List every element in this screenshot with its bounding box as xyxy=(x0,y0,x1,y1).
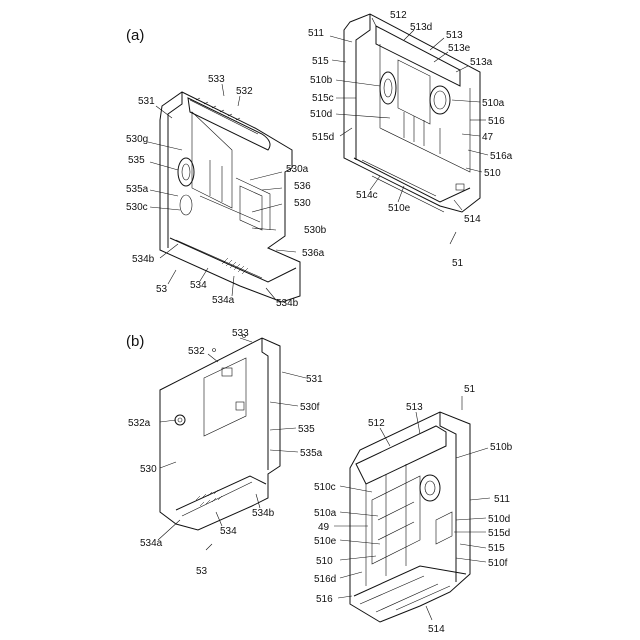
label-514: 514 xyxy=(464,214,481,225)
label-516a: 516a xyxy=(490,151,513,162)
label-534b-1: 534b xyxy=(132,254,155,265)
label-510b: 510b xyxy=(310,75,333,86)
grip-hatching-b xyxy=(196,490,222,506)
label-515-b: 515 xyxy=(488,543,505,554)
label-515c: 515c xyxy=(312,93,334,104)
panel-b-label: (b) xyxy=(126,333,144,350)
label-532a: 532a xyxy=(128,418,151,429)
label-530g: 530g xyxy=(126,134,148,145)
label-536: 536 xyxy=(294,181,311,192)
label-534b-2: 534b xyxy=(276,298,299,309)
label-47: 47 xyxy=(482,132,494,143)
label-535a: 535a xyxy=(126,184,149,195)
label-534-b: 534 xyxy=(220,526,237,537)
label-530: 530 xyxy=(294,198,311,209)
label-516: 516 xyxy=(488,116,505,127)
label-533: 533 xyxy=(208,74,225,85)
label-511-b: 511 xyxy=(494,494,510,505)
label-531: 531 xyxy=(138,96,155,107)
label-510d: 510d xyxy=(310,109,332,120)
label-511: 511 xyxy=(308,28,324,39)
label-510a-b: 510a xyxy=(314,508,337,519)
label-51: 51 xyxy=(452,258,464,269)
housing-53-view-b xyxy=(160,335,280,531)
label-512: 512 xyxy=(390,10,407,21)
label-534a-b: 534a xyxy=(140,538,163,549)
label-513-b: 513 xyxy=(406,402,423,413)
label-535: 535 xyxy=(128,155,145,166)
label-514c: 514c xyxy=(356,190,378,201)
label-510e-b: 510e xyxy=(314,536,337,547)
label-535-b: 535 xyxy=(298,424,315,435)
label-510: 510 xyxy=(484,168,501,179)
label-530-b: 530 xyxy=(140,464,157,475)
label-530b: 530b xyxy=(304,225,327,236)
label-515d-b: 515d xyxy=(488,528,510,539)
label-510-b: 510 xyxy=(316,556,333,567)
label-535a-b: 535a xyxy=(300,448,323,459)
label-532: 532 xyxy=(236,86,253,97)
label-513e: 513e xyxy=(448,43,471,54)
label-510a: 510a xyxy=(482,98,505,109)
label-534: 534 xyxy=(190,280,207,291)
label-534a: 534a xyxy=(212,295,235,306)
label-532-b: 532 xyxy=(188,346,205,357)
label-516-b: 516 xyxy=(316,594,333,605)
label-515d: 515d xyxy=(312,132,334,143)
label-510d-b: 510d xyxy=(488,514,510,525)
label-510b-b: 510b xyxy=(490,442,513,453)
leader-lines-b-right xyxy=(334,396,490,620)
label-534b-b: 534b xyxy=(252,508,275,519)
label-51-b: 51 xyxy=(464,384,476,395)
label-512-b: 512 xyxy=(368,418,385,429)
label-49: 49 xyxy=(318,522,330,533)
label-513d: 513d xyxy=(410,22,432,33)
housing-53-view-a xyxy=(160,92,300,302)
label-53: 53 xyxy=(156,284,168,295)
label-513a: 513a xyxy=(470,57,493,68)
panel-a-label: (a) xyxy=(126,27,144,44)
label-531-b: 531 xyxy=(306,374,323,385)
label-530a: 530a xyxy=(286,164,309,175)
label-530f: 530f xyxy=(300,402,320,413)
label-530c: 530c xyxy=(126,202,148,213)
label-510e: 510e xyxy=(388,203,411,214)
housing-51-view-b xyxy=(350,412,470,622)
label-515: 515 xyxy=(312,56,329,67)
label-510f: 510f xyxy=(488,558,508,569)
label-536a: 536a xyxy=(302,248,325,259)
label-514-b: 514 xyxy=(428,624,445,635)
label-510c-b: 510c xyxy=(314,482,336,493)
label-53-b: 53 xyxy=(196,566,208,577)
label-516d: 516d xyxy=(314,574,336,585)
label-533-b: 533 xyxy=(232,328,249,339)
label-513: 513 xyxy=(446,30,463,41)
